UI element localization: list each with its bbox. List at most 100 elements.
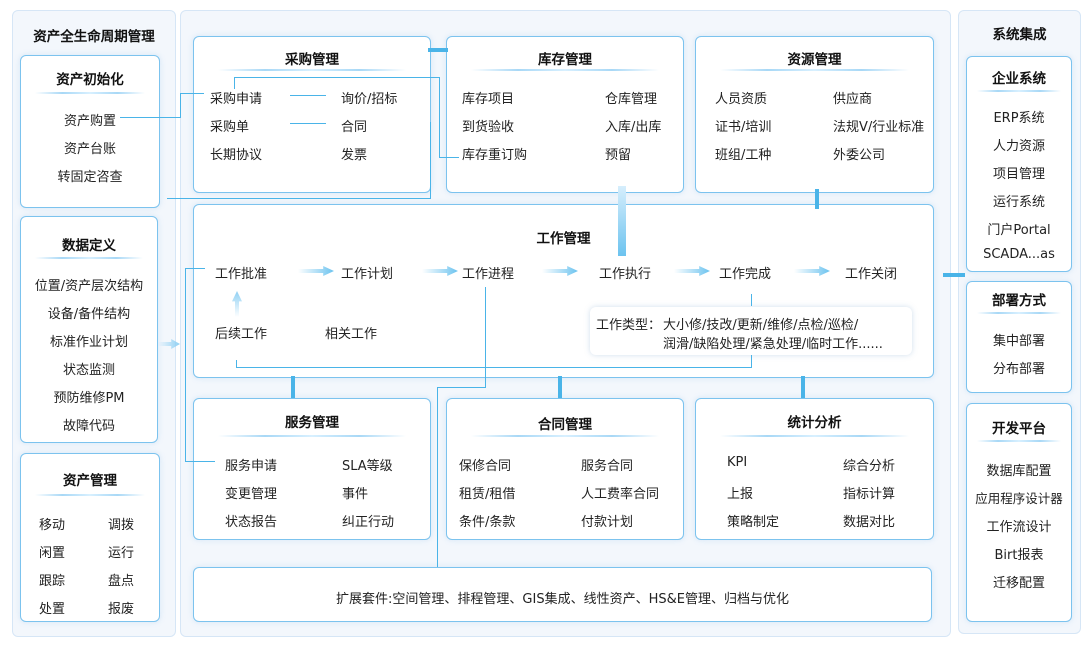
list-item[interactable]: 仓库管理 <box>605 92 658 107</box>
list-item[interactable]: 项目管理 <box>992 167 1045 182</box>
list-item[interactable]: 迁移配置 <box>992 576 1045 591</box>
list-item[interactable]: 上报 <box>727 487 754 502</box>
box-title: 企业系统 <box>992 71 1046 87</box>
list-item[interactable]: SCADA...as <box>983 247 1055 262</box>
follow-up-work[interactable]: 后续工作 <box>215 327 268 342</box>
list-item[interactable]: KPI <box>727 455 748 470</box>
list-item[interactable]: SLA等级 <box>342 459 393 474</box>
list-item[interactable]: 处置 <box>39 602 66 617</box>
list-item[interactable]: 位置/资产层次结构 <box>34 279 144 294</box>
arrow-up-icon <box>232 291 242 317</box>
list-item[interactable]: 运行 <box>108 546 135 561</box>
list-item[interactable]: 合同 <box>341 120 368 135</box>
list-item[interactable]: 采购单 <box>210 120 250 135</box>
arrow-right-icon <box>158 339 180 349</box>
box-title: 统计分析 <box>787 415 842 431</box>
work-types-line2: 润滑/缺陷处理/紧急处理/临时工作...... <box>663 337 883 352</box>
list-item[interactable]: 运行系统 <box>992 195 1045 210</box>
box-title: 工作管理 <box>536 231 591 247</box>
related-work[interactable]: 相关工作 <box>325 327 378 342</box>
list-item[interactable]: 门户Portal <box>987 223 1051 238</box>
list-item[interactable]: 入库/出库 <box>605 120 662 135</box>
extension-suite-box: 扩展套件:空间管理、排程管理、GIS集成、线性资产、HS&E管理、归档与优化 <box>193 567 932 622</box>
list-item[interactable]: 状态报告 <box>225 515 278 530</box>
list-item[interactable]: 数据对比 <box>843 515 896 530</box>
list-item[interactable]: 服务申请 <box>225 459 278 474</box>
list-item[interactable]: 库存项目 <box>462 92 515 107</box>
dev-platform-box: 开发平台 数据库配置 应用程序设计器 工作流设计 Birt报表 迁移配置 <box>966 403 1072 622</box>
list-item[interactable]: 指标计算 <box>843 487 896 502</box>
list-item[interactable]: 租赁/租借 <box>459 487 516 502</box>
list-item[interactable]: 服务合同 <box>581 459 634 474</box>
list-item[interactable]: 事件 <box>342 487 369 502</box>
arrow-down-icon <box>618 186 626 256</box>
workflow-step[interactable]: 工作计划 <box>341 267 394 282</box>
list-item[interactable]: 数据库配置 <box>986 464 1052 479</box>
list-item[interactable]: 供应商 <box>833 92 873 107</box>
resource-box: 资源管理 人员资质 供应商 证书/培训 法规V/行业标准 班组/工种 外委公司 <box>695 36 934 193</box>
list-item[interactable]: 工作流设计 <box>986 520 1052 535</box>
arrow-right-icon <box>422 266 458 276</box>
list-item[interactable]: 盘点 <box>108 574 135 589</box>
box-title: 采购管理 <box>285 52 339 68</box>
list-item[interactable]: 法规V/行业标准 <box>833 120 925 135</box>
list-item[interactable]: 策略制定 <box>727 515 780 530</box>
data-definition-box: 数据定义 位置/资产层次结构 设备/备件结构 标准作业计划 状态监测 预防维修P… <box>20 216 158 443</box>
list-item[interactable]: 资产购置 <box>63 114 116 129</box>
list-item[interactable]: 条件/条款 <box>459 515 516 530</box>
box-title: 库存管理 <box>538 52 592 68</box>
list-item[interactable]: 纠正行动 <box>342 515 395 530</box>
workflow-step[interactable]: 工作批准 <box>215 267 268 282</box>
list-item[interactable]: 采购申请 <box>210 92 263 107</box>
list-item[interactable]: 分布部署 <box>992 362 1045 377</box>
list-item[interactable]: 应用程序设计器 <box>975 491 1063 506</box>
list-item[interactable]: 人员资质 <box>715 92 768 107</box>
right-panel-title: 系统集成 <box>992 27 1047 43</box>
list-item[interactable]: 到货验收 <box>462 120 515 135</box>
deployment-box: 部署方式 集中部署 分布部署 <box>966 281 1072 393</box>
list-item[interactable]: 库存重订购 <box>462 148 528 163</box>
list-item[interactable]: 班组/工种 <box>715 148 772 163</box>
list-item[interactable]: 询价/招标 <box>341 92 398 107</box>
arrow-right-icon <box>542 266 578 276</box>
list-item[interactable]: 跟踪 <box>39 574 66 589</box>
list-item[interactable]: 状态监测 <box>62 363 115 378</box>
list-item[interactable]: 证书/培训 <box>715 120 772 135</box>
list-item[interactable]: 综合分析 <box>843 459 896 474</box>
list-item[interactable]: 付款计划 <box>581 515 634 530</box>
list-item[interactable]: 预防维修PM <box>53 391 125 406</box>
bidirectional-arrow-icon <box>801 376 805 398</box>
workflow-step[interactable]: 工作完成 <box>719 267 772 282</box>
box-title: 资源管理 <box>787 52 842 68</box>
box-title: 合同管理 <box>538 417 592 433</box>
bidirectional-arrow-icon <box>815 189 819 209</box>
arrow-right-icon <box>674 266 710 276</box>
list-item[interactable]: 人力资源 <box>992 139 1045 154</box>
list-item[interactable]: 预留 <box>605 148 632 163</box>
list-item[interactable]: 移动 <box>39 518 66 533</box>
list-item[interactable]: Birt报表 <box>994 548 1044 563</box>
work-management-box: 工作管理 工作批准 工作计划 工作进程 工作执行 工作完成 工作关闭 后续工作 … <box>193 204 934 378</box>
list-item[interactable]: 资产台账 <box>63 142 116 157</box>
list-item[interactable]: 闲置 <box>39 546 66 561</box>
list-item[interactable]: 标准作业计划 <box>49 335 128 350</box>
list-item[interactable]: 转固定咨查 <box>57 170 123 185</box>
list-item[interactable]: 集中部署 <box>992 334 1045 349</box>
bidirectional-arrow-icon <box>558 376 562 398</box>
workflow-step[interactable]: 工作关闭 <box>845 267 898 282</box>
list-item[interactable]: 外委公司 <box>833 148 886 163</box>
list-item[interactable]: 调拨 <box>108 518 135 533</box>
list-item[interactable]: 设备/备件结构 <box>47 307 131 322</box>
box-title: 开发平台 <box>992 421 1046 437</box>
workflow-step[interactable]: 工作执行 <box>599 267 652 282</box>
list-item[interactable]: 报废 <box>108 602 135 617</box>
list-item[interactable]: 人工费率合同 <box>581 487 660 502</box>
left-panel-title: 资产全生命周期管理 <box>33 29 155 45</box>
list-item[interactable]: 故障代码 <box>62 419 115 434</box>
list-item[interactable]: 发票 <box>341 148 368 163</box>
list-item[interactable]: 变更管理 <box>225 487 278 502</box>
list-item[interactable]: 长期协议 <box>210 148 263 163</box>
list-item[interactable]: 保修合同 <box>459 459 512 474</box>
workflow-step[interactable]: 工作进程 <box>462 267 515 282</box>
list-item[interactable]: ERP系统 <box>993 111 1045 126</box>
